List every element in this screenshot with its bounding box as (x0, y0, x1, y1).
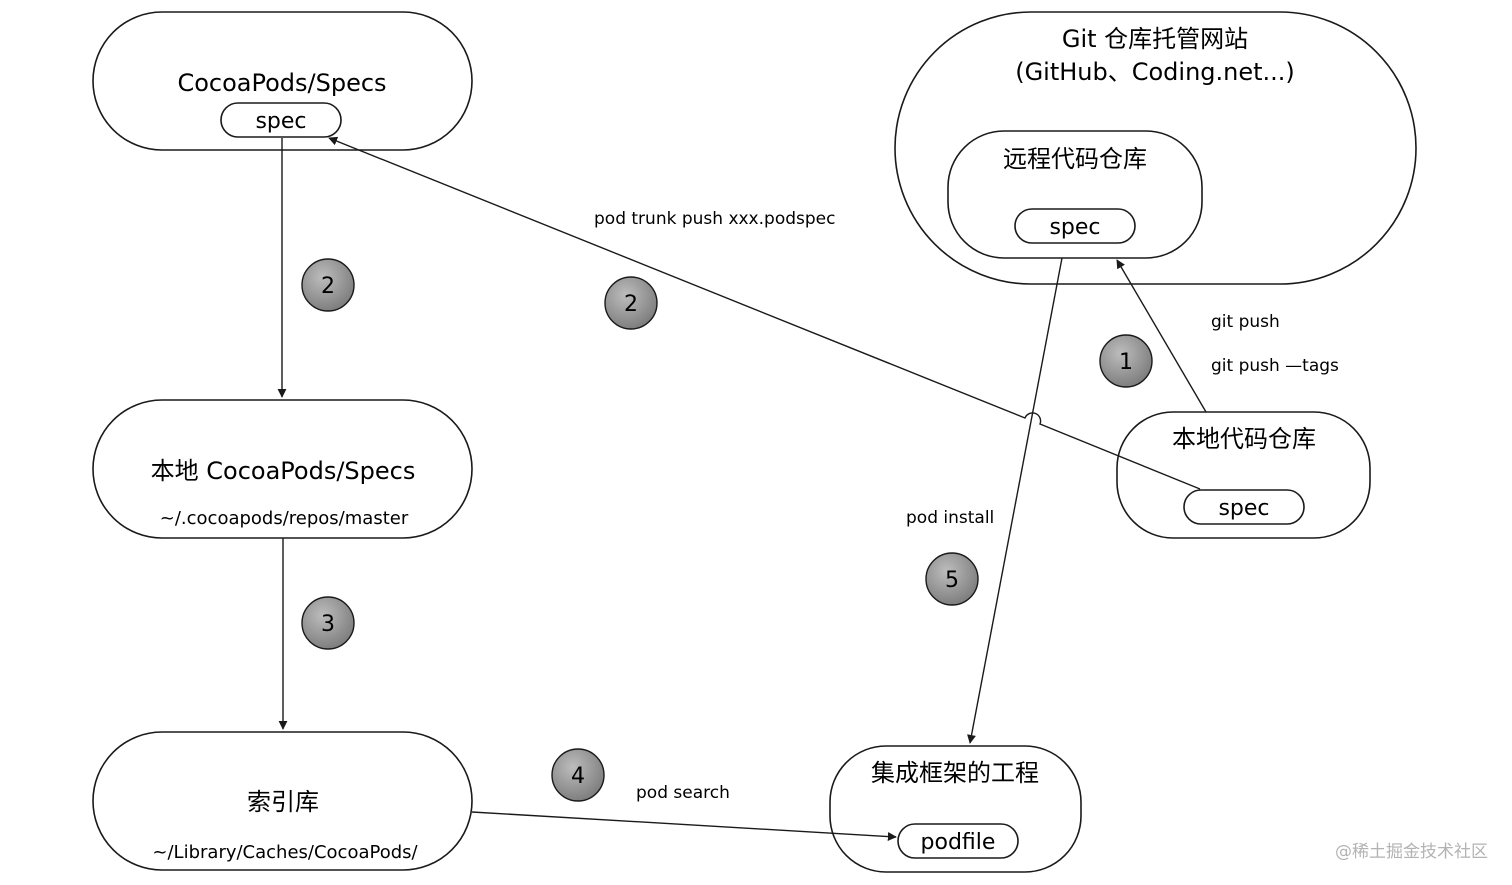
node-local-specs: 本地 CocoaPods/Specs ~/.cocoapods/repos/ma… (92, 399, 473, 539)
step-badge-install-number: 5 (945, 568, 959, 593)
local-repo-spec-pill (1183, 489, 1305, 525)
node-remote-repo-title: 远程代码仓库 (1003, 145, 1147, 173)
watermark: @稀土掘金技术社区 (1335, 842, 1488, 862)
node-project: 集成框架的工程 podfile (829, 745, 1082, 873)
step-badge-install: 5 (925, 552, 979, 606)
step-badge-sync-number: 2 (321, 274, 335, 299)
step-badge-git-push: 1 (1099, 334, 1153, 388)
edge-pod-search-label: pod search (636, 783, 730, 803)
step-badge-index-number: 3 (321, 612, 335, 637)
node-remote-repo: 远程代码仓库 spec (947, 130, 1203, 259)
node-index: 索引库 ~/Library/Caches/CocoaPods/ (92, 731, 473, 871)
edge-pod-install (967, 257, 1063, 744)
node-local-repo: 本地代码仓库 spec (1116, 411, 1371, 539)
step-badge-trunk-push-number: 2 (624, 292, 638, 317)
node-local-repo-title: 本地代码仓库 (1172, 425, 1316, 453)
project-podfile-label: podfile (921, 830, 996, 855)
step-badge-sync: 2 (301, 258, 355, 312)
edge-trunk-push (328, 136, 1201, 490)
node-index-path: ~/Library/Caches/CocoaPods/ (152, 842, 418, 863)
node-remote-specs: CocoaPods/Specs spec (92, 11, 473, 151)
edge-git-push (1116, 259, 1207, 413)
node-index-title: 索引库 (247, 788, 319, 816)
edge-git-push-tags-label: git push —tags (1211, 356, 1339, 376)
step-badge-search: 4 (551, 748, 605, 802)
node-local-specs-title: 本地 CocoaPods/Specs (151, 457, 416, 485)
edge-pod-install-label: pod install (906, 508, 994, 528)
node-project-title: 集成框架的工程 (871, 759, 1039, 787)
node-git-host-subtitle: (GitHub、Coding.net...) (1015, 58, 1295, 86)
remote-specs-spec-pill (220, 102, 342, 138)
step-badge-index: 3 (301, 596, 355, 650)
node-git-host-title: Git 仓库托管网站 (1062, 25, 1248, 53)
project-podfile-pill (897, 823, 1019, 859)
step-badge-search-number: 4 (571, 764, 585, 789)
node-remote-specs-title: CocoaPods/Specs (177, 69, 386, 97)
remote-specs-spec-label: spec (255, 109, 306, 134)
local-repo-spec-label: spec (1218, 496, 1269, 521)
edge-pod-search (471, 811, 897, 842)
remote-repo-spec-pill (1014, 208, 1136, 244)
edge-git-push-label: git push (1211, 312, 1280, 332)
edge-trunk-push-label: pod trunk push xxx.podspec (594, 209, 835, 229)
step-badge-trunk-push: 2 (604, 276, 658, 330)
remote-repo-spec-label: spec (1049, 215, 1100, 240)
step-badge-git-push-number: 1 (1119, 350, 1133, 375)
node-local-specs-path: ~/.cocoapods/repos/master (160, 508, 409, 529)
